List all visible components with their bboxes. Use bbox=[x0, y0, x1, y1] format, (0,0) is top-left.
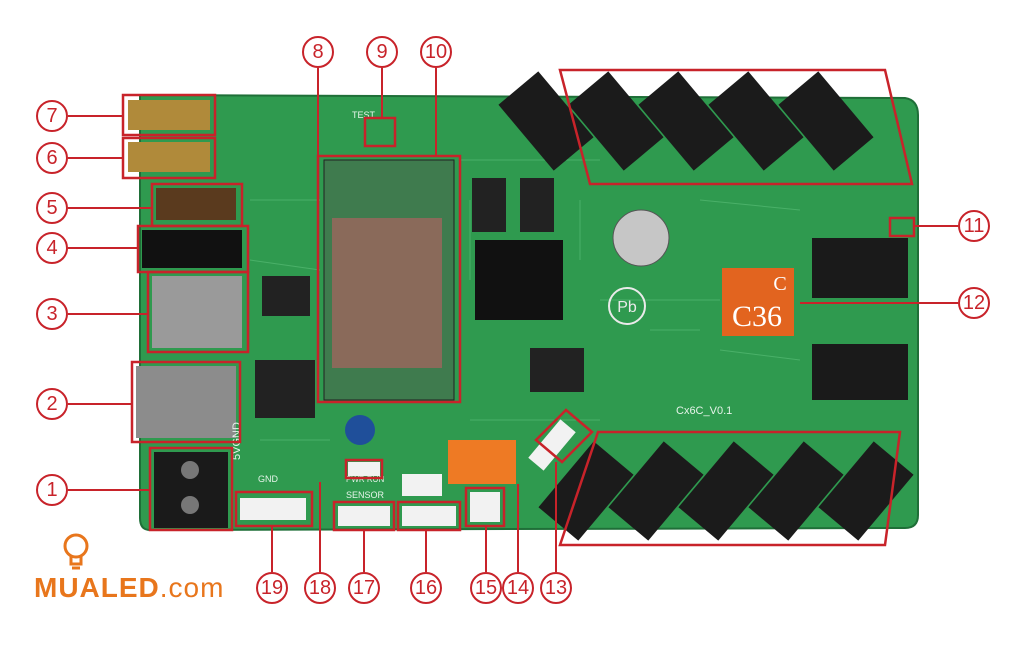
heatsink bbox=[475, 240, 563, 320]
pcb-traces bbox=[249, 159, 801, 441]
header-16 bbox=[402, 506, 456, 526]
header-15 bbox=[470, 492, 500, 522]
watermark-suffix: .com bbox=[159, 572, 225, 603]
hub-connectors-top bbox=[498, 71, 874, 171]
callout-3: 3 bbox=[36, 298, 68, 330]
usb-port-2 bbox=[136, 366, 236, 438]
callout-11: 11 bbox=[958, 210, 990, 242]
callout-18: 18 bbox=[304, 572, 336, 604]
silkscreen-sensor: SENSOR bbox=[346, 490, 385, 500]
callout-6: 6 bbox=[36, 142, 68, 174]
callout-14: 14 bbox=[502, 572, 534, 604]
callout-15: 15 bbox=[470, 572, 502, 604]
callout-16: 16 bbox=[410, 572, 442, 604]
header-19 bbox=[240, 498, 306, 520]
callout-19: 19 bbox=[256, 572, 288, 604]
antenna-connector-7 bbox=[128, 100, 210, 130]
header-13 bbox=[528, 419, 576, 471]
callout-9: 9 bbox=[366, 36, 398, 68]
lightbulb-icon bbox=[63, 533, 89, 570]
audio-jack bbox=[142, 230, 242, 268]
silkscreen-gnd: GND bbox=[258, 474, 279, 484]
driver-ic-2 bbox=[812, 344, 908, 400]
chip-label-main: C36 bbox=[732, 300, 782, 333]
chip-left bbox=[255, 360, 315, 418]
callout-13: 13 bbox=[540, 572, 572, 604]
leader-lines bbox=[68, 68, 958, 572]
chip-label-top: C bbox=[773, 273, 786, 295]
callout-1: 1 bbox=[36, 474, 68, 506]
callout-5: 5 bbox=[36, 192, 68, 224]
ethernet-port-3 bbox=[152, 276, 242, 348]
driver-ic-1 bbox=[812, 238, 908, 298]
callout-8: 8 bbox=[302, 36, 334, 68]
model-text: Cx6C_V0.1 bbox=[676, 405, 732, 417]
callout-7: 7 bbox=[36, 100, 68, 132]
callout-17: 17 bbox=[348, 572, 380, 604]
hub-connectors-bottom bbox=[538, 441, 914, 541]
watermark-brand: MUALED bbox=[34, 572, 160, 603]
header-17 bbox=[338, 506, 390, 526]
capacitor bbox=[345, 415, 375, 445]
memory-chip-2 bbox=[520, 178, 554, 232]
led-indicators bbox=[348, 462, 380, 476]
callout-12: 12 bbox=[958, 287, 990, 319]
memory-chip-1 bbox=[472, 178, 506, 232]
callout-2: 2 bbox=[36, 388, 68, 420]
silkscreen-run: PWR RUN bbox=[346, 475, 384, 484]
callout-4: 4 bbox=[36, 232, 68, 264]
antenna-connector-6 bbox=[128, 142, 210, 172]
chip-left-small bbox=[262, 276, 310, 316]
coin-battery bbox=[612, 209, 670, 267]
main-chip bbox=[722, 268, 794, 336]
callout-10: 10 bbox=[420, 36, 452, 68]
led-status-block bbox=[156, 188, 236, 220]
watermark-logo: MUALED.com bbox=[34, 572, 224, 604]
pb-label: Pb bbox=[617, 299, 637, 316]
header-upper bbox=[402, 474, 442, 496]
silkscreen-test: TEST bbox=[352, 110, 376, 120]
relay bbox=[448, 440, 516, 484]
chip-mid bbox=[530, 348, 584, 392]
pb-free-symbol bbox=[608, 287, 646, 325]
